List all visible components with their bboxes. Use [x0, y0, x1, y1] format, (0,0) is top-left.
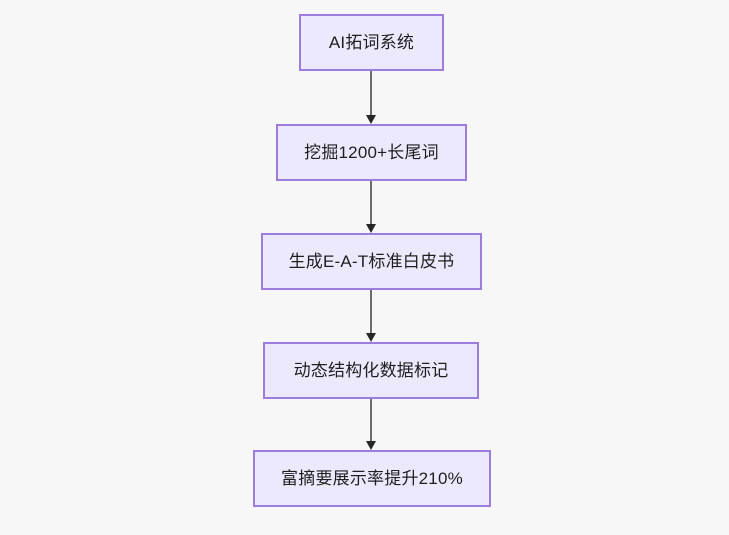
arrowhead-icon: [366, 441, 376, 450]
flow-node-n2[interactable]: 挖掘1200+长尾词: [276, 124, 467, 181]
flow-node-label: 生成E-A-T标准白皮书: [288, 252, 455, 271]
flow-node-label: AI拓词系统: [328, 33, 415, 52]
arrowhead-icon: [366, 333, 376, 342]
arrowhead-icon: [366, 115, 376, 124]
edge-line: [370, 399, 372, 441]
flow-node-label: 富摘要展示率提升210%: [281, 469, 463, 488]
flow-node-n3[interactable]: 生成E-A-T标准白皮书: [261, 233, 482, 290]
flow-node-n4[interactable]: 动态结构化数据标记: [263, 342, 479, 399]
flow-node-label: 动态结构化数据标记: [293, 361, 449, 380]
edge-line: [370, 290, 372, 333]
flow-node-n5[interactable]: 富摘要展示率提升210%: [253, 450, 491, 507]
flow-node-n1[interactable]: AI拓词系统: [299, 14, 444, 71]
arrowhead-icon: [366, 224, 376, 233]
flow-node-label: 挖掘1200+长尾词: [304, 143, 439, 162]
edge-line: [370, 71, 372, 115]
edge-line: [370, 181, 372, 224]
